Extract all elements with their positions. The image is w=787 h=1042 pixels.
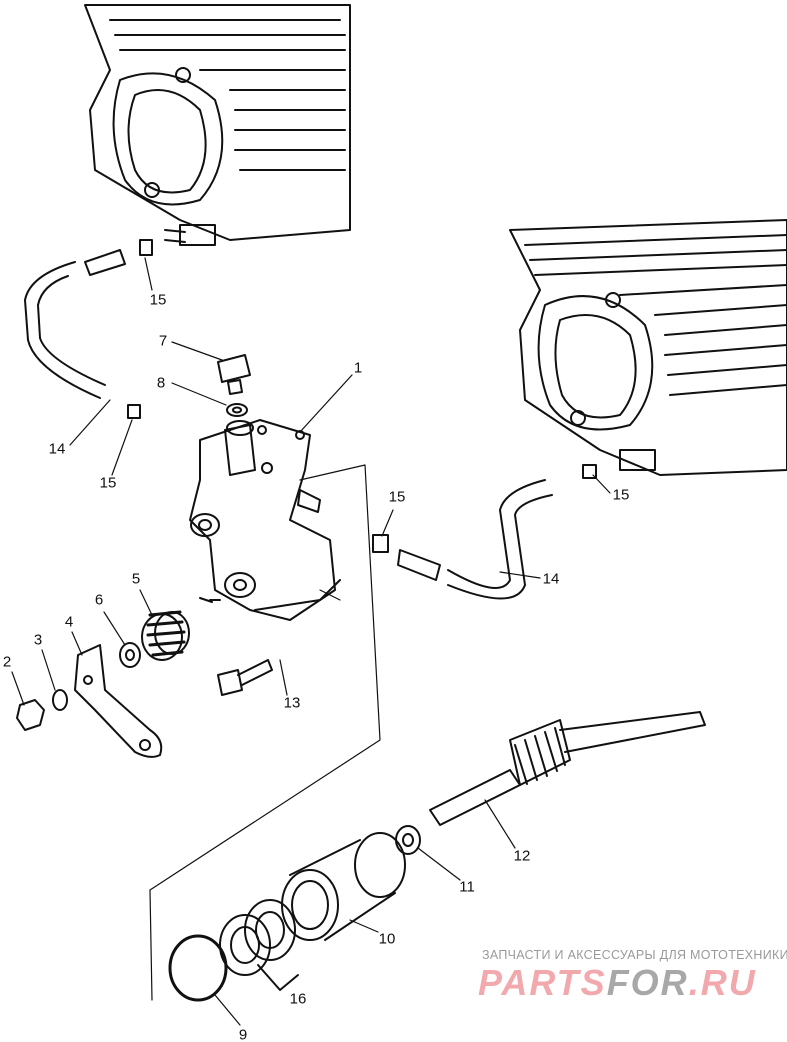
- callout-12: 12: [513, 847, 531, 865]
- sleeve-10: [281, 832, 406, 941]
- hose-left: [24, 239, 153, 419]
- callout-1: 1: [353, 359, 363, 377]
- callout-4: 4: [64, 613, 74, 631]
- callout-2: 2: [2, 653, 12, 671]
- lever-4: [74, 644, 163, 758]
- oring-9: [168, 934, 228, 1002]
- nut-2: [16, 699, 45, 731]
- callout-13: 13: [283, 694, 301, 712]
- washer-11: [395, 825, 421, 855]
- bolt-13: [217, 659, 273, 696]
- engine-cylinder-left: [84, 4, 351, 246]
- oil-pump-body: [189, 419, 341, 621]
- hose-right: [372, 464, 597, 600]
- washer-8: [226, 403, 248, 417]
- watermark-tagline: ЗАПЧАСТИ И АКСЕССУАРЫ ДЛЯ МОТОТЕХНИКИ: [482, 948, 787, 962]
- callout-16: 16: [289, 990, 307, 1008]
- callout-14: 14: [542, 570, 560, 588]
- washer-3: [52, 689, 68, 711]
- seal-16: [219, 899, 299, 991]
- drive-gear-12: [429, 711, 706, 826]
- callout-15: 15: [388, 488, 406, 506]
- spring-5: [141, 610, 190, 661]
- callout-15: 15: [612, 486, 630, 504]
- watermark-logo: PARTSFOR.RU: [478, 962, 757, 1004]
- callout-6: 6: [94, 591, 104, 609]
- callout-8: 8: [156, 374, 166, 392]
- washer-6: [119, 642, 141, 668]
- engine-cylinder-right: [509, 219, 787, 476]
- callout-7: 7: [158, 332, 168, 350]
- callout-15: 15: [99, 474, 117, 492]
- logo-part2: FOR: [606, 962, 689, 1003]
- bolt-7: [217, 354, 251, 395]
- callout-15: 15: [149, 291, 167, 309]
- callout-14: 14: [48, 440, 66, 458]
- logo-part1: PARTS: [478, 962, 607, 1003]
- logo-part3: .RU: [688, 962, 757, 1003]
- callout-9: 9: [238, 1026, 248, 1042]
- callout-11: 11: [459, 878, 475, 896]
- callout-5: 5: [131, 570, 141, 588]
- guide-lines: [149, 464, 381, 1001]
- callout-10: 10: [378, 930, 396, 948]
- leader-lines: [11, 257, 611, 1026]
- callout-3: 3: [33, 631, 43, 649]
